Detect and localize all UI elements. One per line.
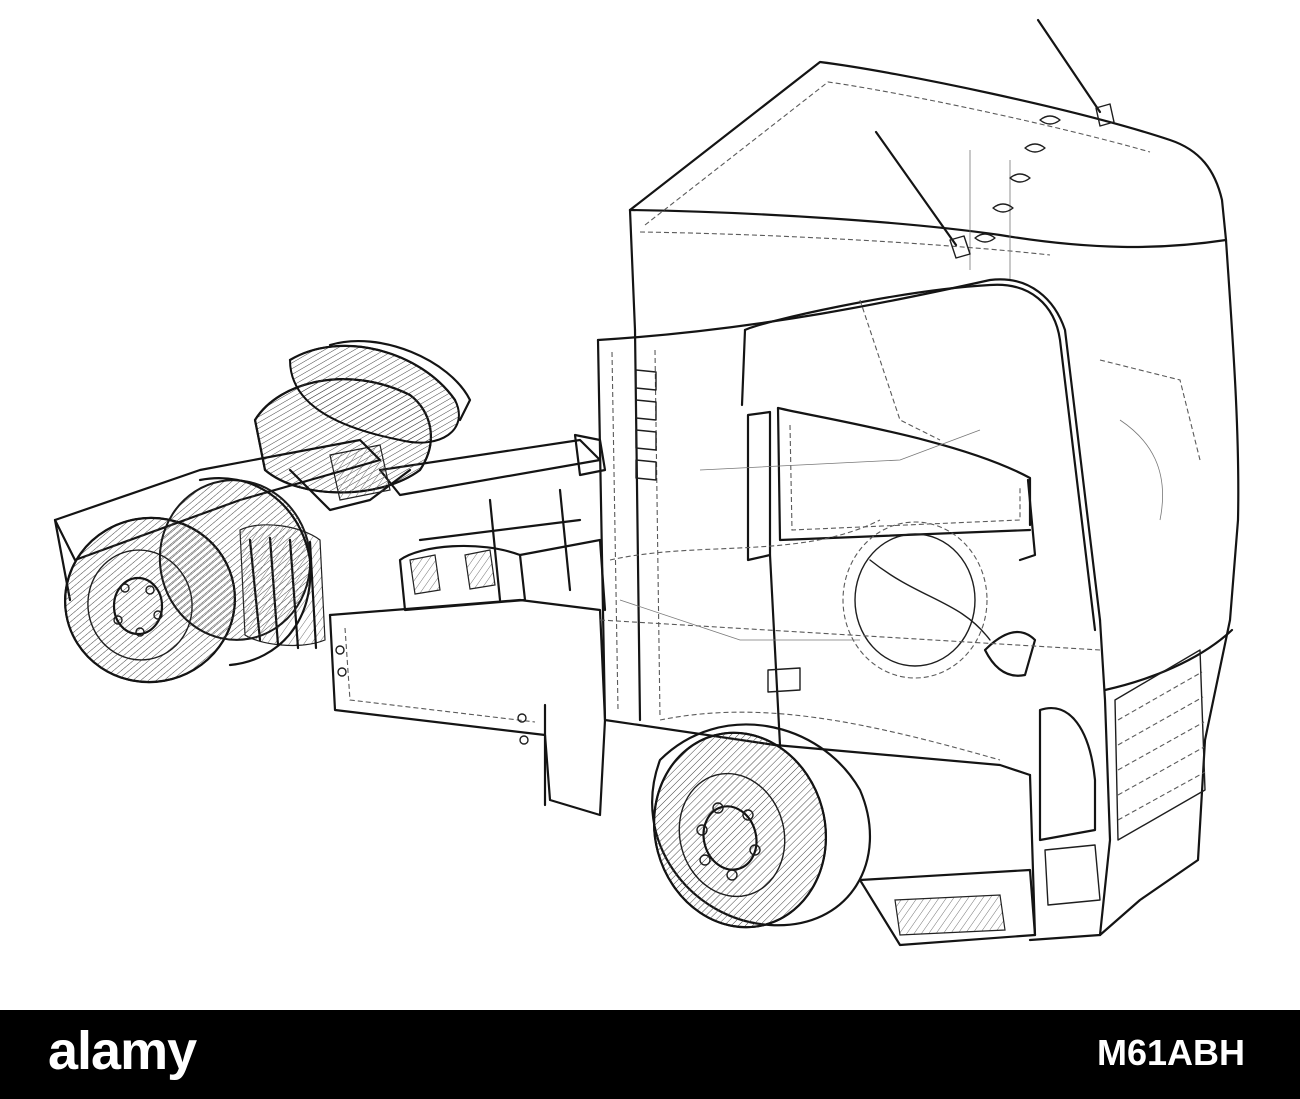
antenna <box>874 18 1115 259</box>
brand-logo: alamy <box>48 1021 197 1081</box>
cab-front <box>858 238 1240 947</box>
stock-photo-footer: alamy M61ABH <box>0 1010 1300 1099</box>
truck-illustration <box>53 18 1240 947</box>
image-id-label: M61ABH <box>1096 1032 1245 1073</box>
truck-wireframe-drawing <box>53 18 1240 947</box>
cab-side <box>596 278 1102 777</box>
internal-wiring <box>599 299 1201 761</box>
front-wheel <box>651 723 871 929</box>
chassis <box>239 433 607 817</box>
rear-wheels <box>53 340 472 684</box>
cab-roof <box>628 60 1228 332</box>
